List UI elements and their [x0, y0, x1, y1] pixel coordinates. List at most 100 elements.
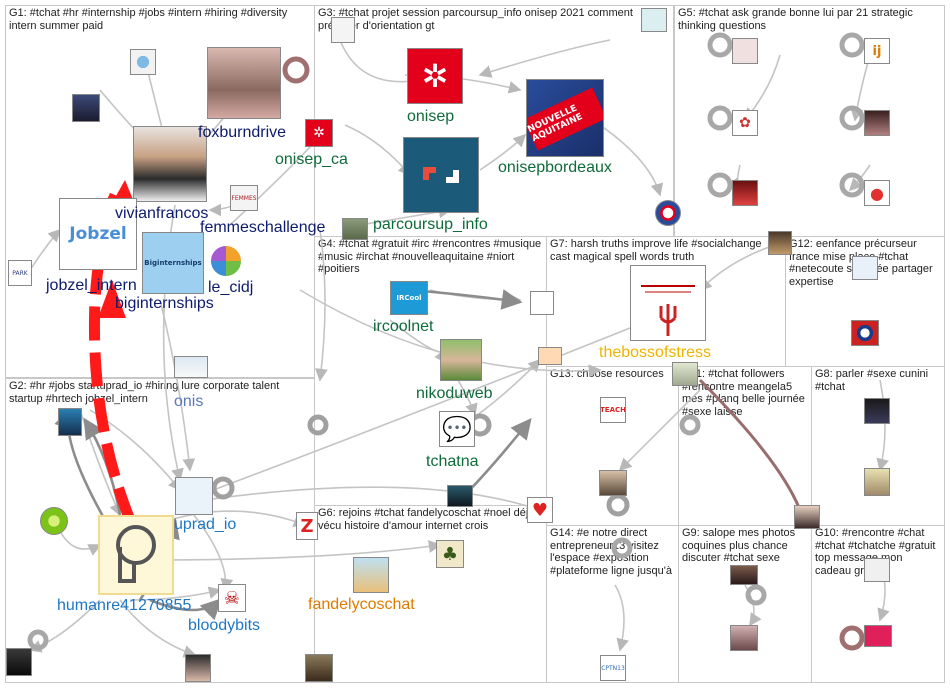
thebossofstress-logo	[641, 285, 695, 336]
node-dog[interactable]	[342, 218, 368, 240]
tree-icon: ♣	[441, 543, 459, 565]
node-vivianfrancos[interactable]	[133, 126, 207, 202]
node-girl[interactable]	[185, 654, 211, 682]
node-onisep-ca[interactable]: ✲	[305, 119, 333, 147]
node-biginternships[interactable]: Biginternships	[142, 232, 204, 294]
node-g7-small[interactable]	[768, 231, 792, 255]
node-humanre[interactable]	[98, 515, 174, 595]
node-music-small[interactable]	[530, 291, 554, 315]
label-humanre: humanre41270855	[57, 597, 192, 614]
femmes-logo-text: FEMMES	[231, 194, 257, 202]
self-loop	[839, 172, 865, 198]
edge-red-arrowhead	[98, 280, 126, 318]
edge-brown	[698, 378, 802, 511]
node-thebossofstress[interactable]	[630, 265, 706, 341]
node-ircoolnet[interactable]: IRCool	[390, 281, 428, 315]
node-g11-person[interactable]	[794, 505, 820, 529]
edge	[876, 379, 889, 472]
label-biginternships: biginternships	[115, 295, 214, 312]
node-cidj-red[interactable]	[655, 200, 681, 226]
group-title: G8: parler #sexe cunini #tchat	[815, 368, 929, 393]
self-loop	[679, 414, 701, 436]
brain-icon: ✿	[739, 115, 751, 131]
node-avatar-man[interactable]	[72, 94, 100, 122]
node-g5-1[interactable]	[732, 38, 758, 64]
label-startuprad: uprad_io	[174, 516, 237, 533]
node-onis-small[interactable]	[174, 356, 208, 378]
node-foxburndrive[interactable]	[207, 47, 281, 119]
edge	[744, 584, 762, 627]
node-logo-globe[interactable]	[130, 49, 156, 75]
node-femmes[interactable]: FEMMES	[230, 185, 258, 211]
edge	[119, 599, 197, 658]
self-loop	[745, 584, 767, 606]
node-lime[interactable]	[40, 507, 68, 535]
node-hrtech-book[interactable]	[58, 408, 82, 436]
edge	[169, 510, 307, 527]
node-park[interactable]: PARK	[8, 260, 32, 286]
edge	[29, 228, 62, 271]
node-g10-2[interactable]	[864, 625, 892, 647]
node-dark-small[interactable]	[6, 648, 32, 676]
node-g5-6[interactable]: ●	[864, 180, 890, 206]
node-startuprad[interactable]	[175, 477, 213, 515]
label-nikoduweb: nikoduweb	[416, 385, 493, 402]
nouvelle-aquitaine-text: NOUVELLE AQUITAINE	[527, 87, 603, 151]
node-g5-2[interactable]: ij	[864, 38, 890, 64]
node-teach[interactable]: TEACH	[600, 397, 626, 423]
node-g5-5[interactable]	[732, 180, 758, 206]
edge	[479, 133, 527, 171]
parcoursup-logo	[423, 167, 459, 183]
label-thebossofstress: thebossofstress	[599, 344, 712, 361]
node-g10-1[interactable]	[864, 558, 890, 582]
node-jobzel[interactable]: Jobzel	[59, 198, 137, 270]
edge	[204, 486, 542, 513]
node-g13-top[interactable]	[672, 362, 698, 386]
node-g13-person[interactable]	[599, 470, 627, 496]
self-loop	[707, 172, 733, 198]
node-g12-1[interactable]	[852, 256, 878, 280]
node-g6-dark[interactable]	[447, 485, 473, 507]
edge	[149, 540, 442, 561]
self-loop	[307, 414, 329, 436]
node-g8-2[interactable]	[864, 468, 890, 496]
cptn-logo-text: CPTN13	[601, 664, 625, 672]
label-femmeschallenge: femmeschallenge	[200, 219, 326, 236]
node-g6-bottom[interactable]	[305, 654, 333, 682]
node-tchatna[interactable]: 💬	[439, 411, 475, 447]
edge	[344, 124, 412, 177]
node-blue-small[interactable]	[641, 8, 667, 32]
group-title: G4: #tchat #gratuit #irc #rencontres #mu…	[318, 238, 542, 275]
node-small-g3[interactable]	[331, 17, 355, 43]
edge	[429, 289, 522, 307]
node-le-cidj[interactable]	[208, 243, 244, 279]
node-bloodybits[interactable]: ☠	[218, 584, 246, 612]
node-fandelycoschat[interactable]	[353, 557, 389, 593]
node-onisepbordeaux[interactable]: NOUVELLE AQUITAINE	[526, 79, 604, 157]
self-loop	[27, 629, 49, 651]
label-le-cidj: le_cidj	[208, 279, 254, 296]
g5-logo-icon: ij	[872, 43, 882, 59]
node-onisep[interactable]: ✲	[407, 48, 463, 104]
node-g12-2[interactable]	[851, 320, 879, 346]
node-g8-1[interactable]	[864, 398, 890, 424]
edge	[199, 318, 652, 496]
node-heart[interactable]: ♥	[527, 497, 553, 523]
self-loop	[707, 32, 733, 58]
node-parcoursup[interactable]	[403, 137, 479, 213]
label-bloodybits: bloodybits	[188, 617, 261, 634]
node-z[interactable]: Z	[296, 512, 318, 540]
node-g5-4[interactable]	[864, 110, 890, 136]
label-ircoolnet: ircoolnet	[373, 318, 434, 335]
node-orange-tag[interactable]	[538, 347, 562, 365]
node-g9-1[interactable]	[730, 565, 758, 585]
group-title: G10: #rencontre #chat #tchat #tchatche #…	[815, 527, 936, 577]
heart-icon: ♥	[531, 499, 549, 521]
node-tree[interactable]: ♣	[436, 540, 464, 568]
node-g5-3[interactable]: ✿	[732, 110, 758, 136]
node-nikoduweb[interactable]	[440, 339, 482, 381]
node-cptn[interactable]: CPTN13	[600, 655, 626, 681]
teach-logo-text: TEACH	[600, 406, 626, 414]
self-loop	[211, 476, 235, 500]
node-g9-2[interactable]	[730, 625, 758, 651]
